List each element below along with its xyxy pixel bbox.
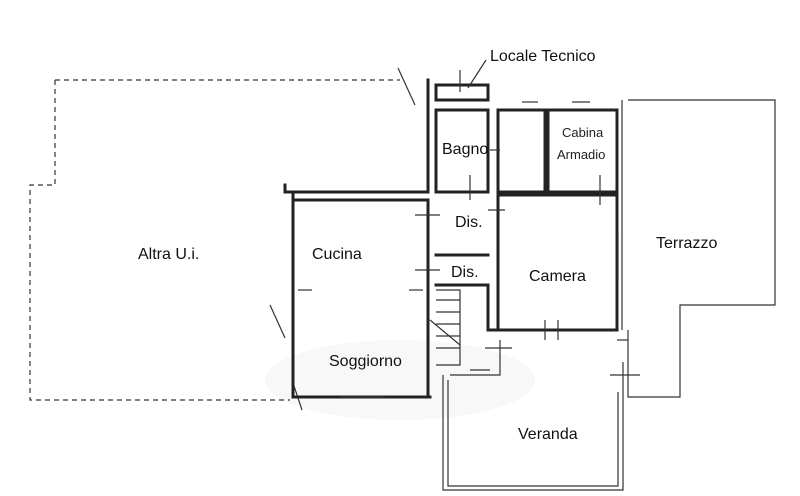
label-terrazzo: Terrazzo [656,235,717,252]
label-cucina: Cucina [312,246,362,263]
building-walls [283,78,776,491]
watermark [265,340,535,420]
label-veranda: Veranda [518,426,578,443]
label-altra-ui: Altra U.i. [138,246,199,263]
label-armadio: Armadio [557,147,605,162]
label-camera: Camera [529,268,586,285]
stairs [429,299,461,349]
label-cabina: Cabina [562,125,604,140]
openings [298,70,640,398]
label-locale-tecnico: Locale Tecnico [490,48,596,65]
label-soggiorno: Soggiorno [329,353,402,370]
label-bagno: Bagno [442,141,488,158]
locale-tecnico-leader [467,59,487,89]
label-dis-upper: Dis. [455,214,483,231]
label-dis-lower: Dis. [451,264,479,281]
